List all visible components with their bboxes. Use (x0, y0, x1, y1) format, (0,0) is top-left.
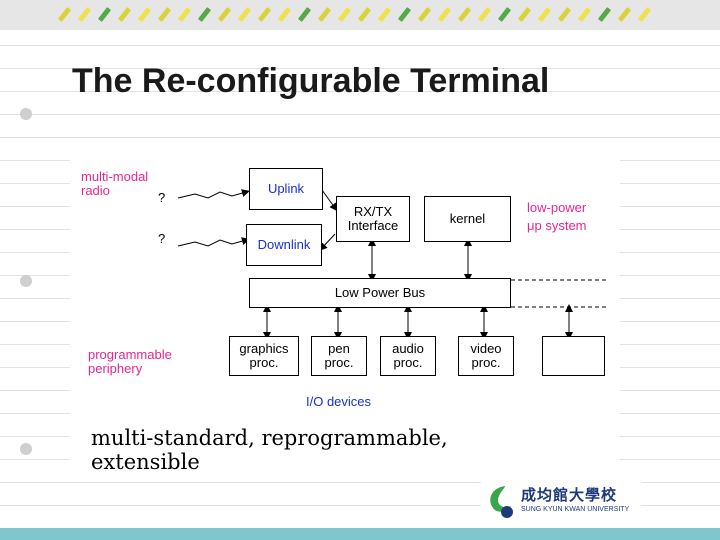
pencil-icon (557, 7, 572, 22)
kernel-box: kernel (424, 196, 511, 242)
pencil-icon (297, 7, 312, 22)
pencil-icon (177, 7, 192, 22)
pencil-icon (277, 7, 292, 22)
rxtx-to-downlink-arrow (319, 233, 336, 251)
university-name-english: SUNG KYUN KWAN UNIVERSITY (521, 506, 630, 513)
pencil-icon (257, 7, 272, 22)
uplink-unknown-mark: ? (158, 190, 166, 205)
downlink-wireless-arrow (177, 237, 250, 247)
rxtx-line1: RX/TX (353, 204, 393, 219)
caption-line1: multi-standard, reprogrammable, (91, 426, 448, 450)
pencil-icon (157, 7, 172, 22)
video-line1: video (470, 341, 502, 356)
audio-line2: proc. (393, 355, 423, 370)
pencil-icon (637, 7, 652, 22)
graphics-proc-box: graphics proc. (229, 336, 299, 376)
bullet-dot-icon (20, 275, 32, 287)
lowpower-label-line2: μp system (527, 218, 587, 233)
bullet-dot-icon (20, 108, 32, 120)
pencil-icon (497, 7, 512, 22)
pen-line1: pen (328, 341, 350, 356)
pencil-icon (597, 7, 612, 22)
pencil-icon (417, 7, 432, 22)
pencil-icon (237, 7, 252, 22)
pencil-icon (137, 7, 152, 22)
radio-label-line2: radio (81, 183, 110, 198)
video-proc-box: video proc. (458, 336, 514, 376)
pencil-icon (437, 7, 452, 22)
pencil-icon (197, 7, 212, 22)
rxtx-line2: Interface (347, 218, 399, 233)
periphery-label-line1: programmable (88, 347, 172, 362)
slide-title: The Re-configurable Terminal (72, 62, 550, 100)
pencil-icon (337, 7, 352, 22)
graphics-line2: proc. (249, 355, 279, 370)
pencil-icon (377, 7, 392, 22)
bullet-dot-icon (20, 443, 32, 455)
graphics-line1: graphics (239, 341, 289, 356)
pencil-icon (317, 7, 332, 22)
pencil-icon (217, 7, 232, 22)
extension-slot-box (542, 336, 605, 376)
slide-caption: multi-standard, reprogrammable, extensib… (91, 426, 448, 474)
downlink-unknown-mark: ? (158, 231, 166, 246)
lowpower-label-line1: low-power (527, 200, 587, 215)
io-devices-label: I/O devices (306, 394, 372, 409)
university-name-chinese: 成均館大學校 (521, 487, 618, 504)
pencil-icon (517, 7, 532, 22)
rxtx-interface-box: RX/TX Interface (336, 196, 410, 242)
low-power-bus: Low Power Bus (249, 278, 511, 308)
pencil-icon (357, 7, 372, 22)
pencil-icon (97, 7, 112, 22)
radio-label-line1: multi-modal (81, 169, 149, 184)
pencil-icon (77, 7, 92, 22)
university-emblem-icon (490, 486, 513, 518)
diagram-lines (177, 189, 608, 340)
pencil-icon (477, 7, 492, 22)
pencil-icon (617, 7, 632, 22)
video-line2: proc. (471, 355, 501, 370)
audio-proc-box: audio proc. (380, 336, 436, 376)
pencil-icon (57, 7, 72, 22)
uplink-box: Uplink (249, 168, 323, 210)
pencil-icon (457, 7, 472, 22)
caption-line2: extensible (91, 450, 200, 474)
decorative-pencil-border (0, 0, 720, 30)
pencil-icon (577, 7, 592, 22)
pen-proc-box: pen proc. (311, 336, 367, 376)
periphery-label-line2: periphery (88, 361, 143, 376)
bottom-accent-bar (0, 528, 720, 540)
university-logo: 成均館大學校 SUNG KYUN KWAN UNIVERSITY (481, 480, 641, 524)
uplink-wireless-arrow (177, 189, 250, 199)
pen-line2: proc. (324, 355, 354, 370)
pencil-icon (397, 7, 412, 22)
downlink-box: Downlink (246, 224, 322, 266)
pencil-icon (117, 7, 132, 22)
audio-line1: audio (392, 341, 424, 356)
uplink-to-rxtx-arrow (321, 189, 338, 212)
pencil-icon (537, 7, 552, 22)
terminal-diagram: multi-modal radio ? ? Uplink Downlink RX… (70, 160, 620, 482)
